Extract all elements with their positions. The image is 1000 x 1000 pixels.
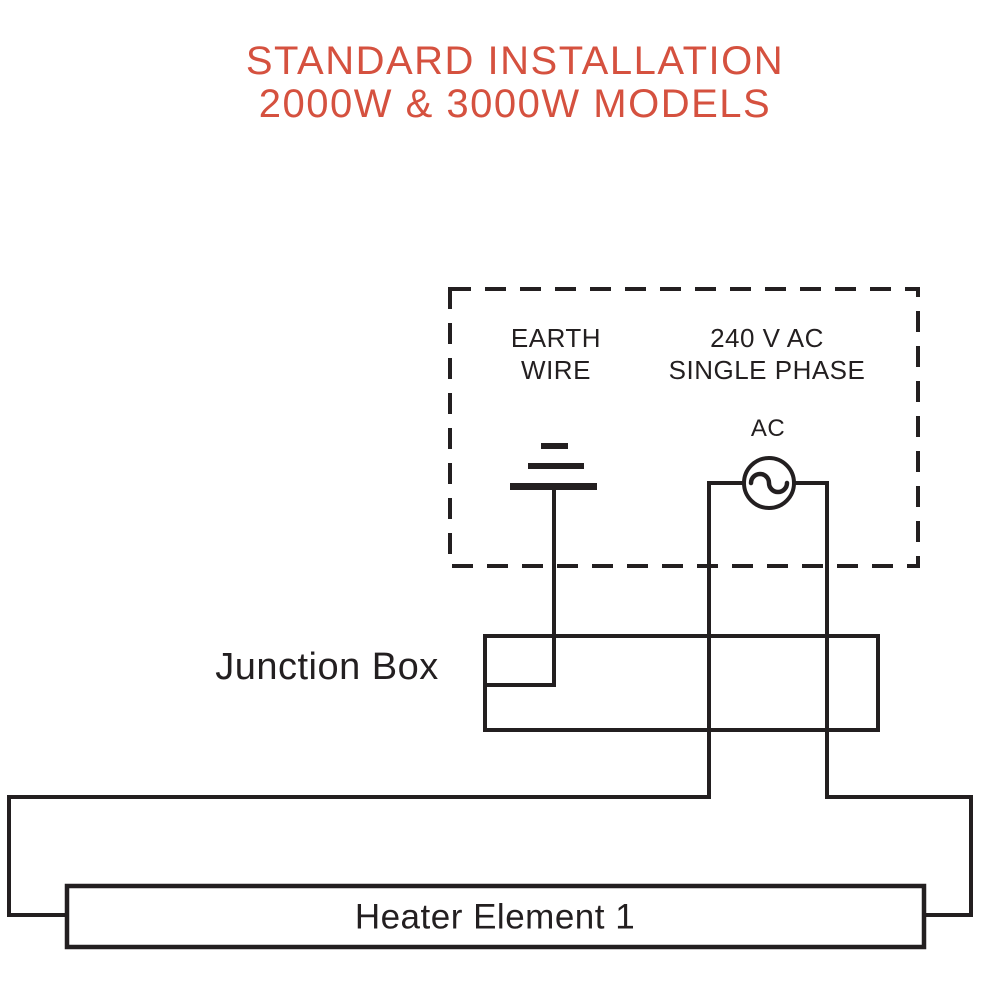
supply-wire-right: [794, 481, 973, 917]
junction-box-outline: [483, 634, 880, 732]
earth-symbol-bar-top: [541, 443, 568, 449]
heater-element-box: [64, 883, 927, 950]
earth-wire-label: EARTH WIRE: [511, 322, 601, 386]
earth-ground-icon: [510, 443, 597, 490]
ac-sine-source-icon: [742, 456, 796, 510]
ac-source-label: AC: [750, 415, 786, 442]
supply-voltage-label-line2: SINGLE PHASE: [668, 355, 866, 385]
supply-dashed-box: [448, 287, 920, 568]
earth-wire-label-line1: EARTH: [510, 323, 602, 353]
diagram-title-line2: 2000W & 3000W MODELS: [258, 82, 772, 126]
ac-sine-wave: [748, 471, 790, 495]
earth-symbol-bar-bottom: [510, 483, 597, 490]
heater-element-label: Heater Element 1: [354, 897, 636, 937]
supply-voltage-label: 240 V AC SINGLE PHASE: [669, 322, 866, 386]
junction-box-label: Junction Box: [215, 646, 439, 688]
earth-wire-label-line2: WIRE: [521, 355, 591, 385]
diagram-title: STANDARD INSTALLATION 2000W & 3000W MODE…: [246, 40, 784, 126]
diagram-title-line1: STANDARD INSTALLATION: [245, 39, 785, 83]
earth-symbol-bar-middle: [528, 463, 584, 469]
supply-wire-left: [7, 481, 744, 917]
supply-voltage-label-line1: 240 V AC: [710, 323, 824, 353]
